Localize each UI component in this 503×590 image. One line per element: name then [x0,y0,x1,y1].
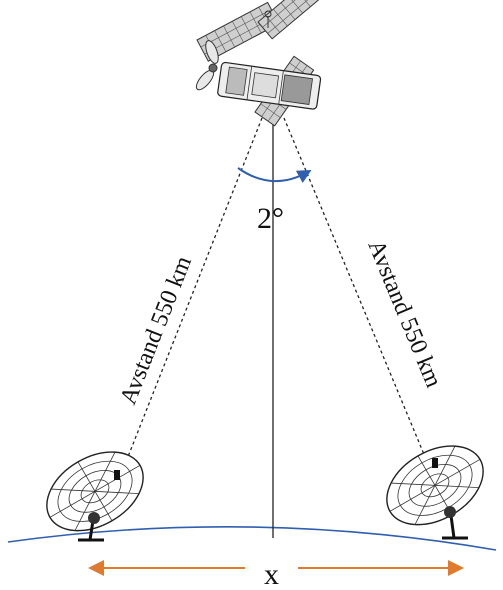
satellite-dish-left-icon [46,451,144,542]
distance-label-left: Avstand 550 km [115,252,197,408]
angle-label: 2° [257,202,284,235]
dashed-line-right [283,117,434,477]
earth-surface-curve [7,526,497,551]
dashed-line-left [117,117,263,483]
distance-label-right: Avstand 550 km [362,236,446,391]
angle-arc [237,167,312,183]
satellite-dish-right-icon [386,445,484,540]
satellite-icon [195,0,327,127]
x-label: x [264,558,279,590]
